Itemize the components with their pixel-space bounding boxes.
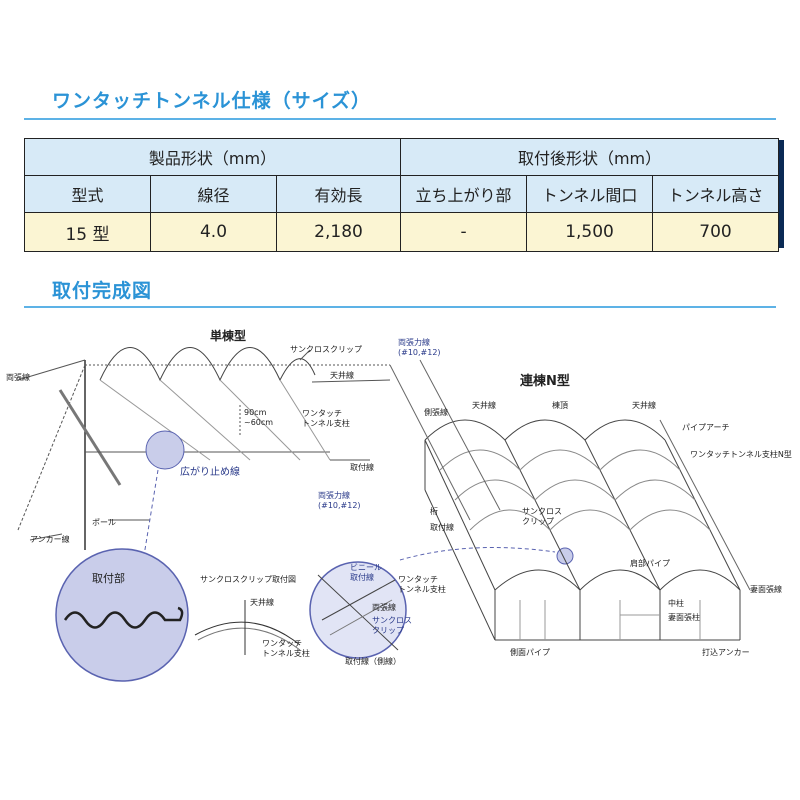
label-vinyl-1: ビニール xyxy=(350,563,382,572)
label-clip-one-touch-1: ワンタッチ xyxy=(262,639,302,648)
label-ceiling-wire-n2: 天井線 xyxy=(632,400,656,410)
label-attach-wire-n: 取付線 xyxy=(430,522,454,532)
clip-zoom-circle xyxy=(309,561,407,659)
column-header-tunnel-height: トンネル高さ xyxy=(652,175,780,213)
column-header-wire-diameter: 線径 xyxy=(150,175,277,213)
label-base-pipe: 側面パイプ xyxy=(510,647,550,657)
cell-tunnel-width: 1,500 xyxy=(526,212,654,252)
label-girder: 桁 xyxy=(430,506,438,516)
label-zoom2-one-touch-1: ワンタッチ xyxy=(398,575,438,584)
column-header-rise: 立ち上がり部 xyxy=(400,175,528,213)
label-tension-wire-bottom: 両張力線 xyxy=(318,490,350,500)
label-tension-spec-bottom: (#10,#12) xyxy=(318,501,361,510)
label-one-touch-n: ワンタッチトンネル支柱N型 xyxy=(690,449,792,459)
label-clip-ceiling: 天井線 xyxy=(250,597,274,607)
label-zoom2-sunclos-1: サンクロス xyxy=(372,616,412,625)
label-zoom-attach: 取付部 xyxy=(92,571,125,585)
label-sunclos-clip: サンクロスクリップ xyxy=(290,345,362,354)
label-pipe-arch: パイプアーチ xyxy=(682,423,730,432)
cell-model: 15 型 xyxy=(24,212,151,252)
table-shadow-right xyxy=(778,140,784,246)
label-spacing-2: ~60cm xyxy=(244,418,273,427)
label-zoom2-attach-side: 取付線（側線） xyxy=(345,656,401,666)
cell-effective-length: 2,180 xyxy=(275,212,402,252)
column-header-model: 型式 xyxy=(24,175,151,213)
label-clip-install: サンクロスクリップ取付図 xyxy=(200,574,296,584)
group-header-product: 製品形状（mm） xyxy=(23,138,402,176)
label-shoulder-pipe: 肩部パイプ xyxy=(630,558,670,568)
single-bay-drawing xyxy=(17,347,391,550)
label-anchor-wire: アンカー線 xyxy=(30,534,70,544)
column-header-effective-length: 有効長 xyxy=(275,175,402,213)
label-tension-spec-top: (#10,#12) xyxy=(398,348,441,357)
label-stake-anchor: 打込アンカー xyxy=(702,647,750,657)
multi-bay-drawing xyxy=(424,419,741,641)
label-zoom2-sunclos-2: クリップ xyxy=(372,626,404,635)
label-one-touch-1: ワンタッチ xyxy=(302,409,342,418)
label-ceiling-wire: 天井線 xyxy=(330,370,354,380)
cell-rise: - xyxy=(400,212,528,252)
spec-table-group-row: 製品形状（mm） 取付後形状（mm） xyxy=(23,138,780,176)
label-ceiling-wire-n1: 天井線 xyxy=(472,400,496,410)
spec-table-column-row: 型式 線径 有効長 立ち上がり部 トンネル間口 トンネル高さ xyxy=(24,175,780,213)
installation-diagram: 単棟型 連棟N型 サンクロスクリップ 天井線 両張力線 (#10,#12) 両張… xyxy=(6,328,792,682)
spec-table: 製品形状（mm） 取付後形状（mm） 型式 線径 有効長 立ち上がり部 トンネル… xyxy=(23,138,780,252)
cell-wire-diameter: 4.0 xyxy=(150,212,277,252)
cell-tunnel-height: 700 xyxy=(652,212,780,252)
group-header-installed: 取付後形状（mm） xyxy=(400,138,780,176)
label-ridge: 棟頂 xyxy=(552,400,568,410)
multi-bay-zoom-marker xyxy=(556,547,574,565)
single-bay-title: 単棟型 xyxy=(210,328,246,343)
label-side-wire: 両張線 xyxy=(6,372,30,382)
spec-heading: ワンタッチトンネル仕様（サイズ） xyxy=(52,90,372,112)
spec-heading-rule xyxy=(24,118,776,120)
label-pole: ポール xyxy=(92,518,116,527)
label-middle-pillar: 中柱 xyxy=(668,598,684,608)
label-zoom2-one-touch-2: トンネル支柱 xyxy=(398,584,446,594)
label-spacing-1: 90cm xyxy=(244,408,267,417)
label-tension-wire-top: 両張力線 xyxy=(398,337,430,347)
single-bay-zoom-marker xyxy=(145,430,185,470)
label-vinyl-2: 取付線 xyxy=(350,572,374,582)
label-attach-wire: 取付線 xyxy=(350,462,374,472)
label-sunclos-n1: サンクロス xyxy=(522,507,562,516)
table-row: 15 型 4.0 2,180 - 1,500 700 xyxy=(24,212,780,252)
label-end-wire: 妻面張線 xyxy=(750,584,782,594)
label-zoom2-tension: 両張線 xyxy=(372,602,396,612)
label-one-touch-2: トンネル支柱 xyxy=(302,418,350,428)
label-gable-pillar: 妻面張柱 xyxy=(668,612,700,622)
column-header-tunnel-width: トンネル間口 xyxy=(526,175,654,213)
multi-bay-title: 連棟N型 xyxy=(520,373,570,389)
label-sunclos-n2: クリップ xyxy=(522,517,554,526)
label-clip-one-touch-2: トンネル支柱 xyxy=(262,648,310,658)
diagram-heading-rule xyxy=(24,306,776,308)
diagram-heading: 取付完成図 xyxy=(52,280,153,302)
label-spread-stop-wire: 広がり止め線 xyxy=(180,465,240,478)
label-side-wire-n: 側張線 xyxy=(424,407,448,417)
